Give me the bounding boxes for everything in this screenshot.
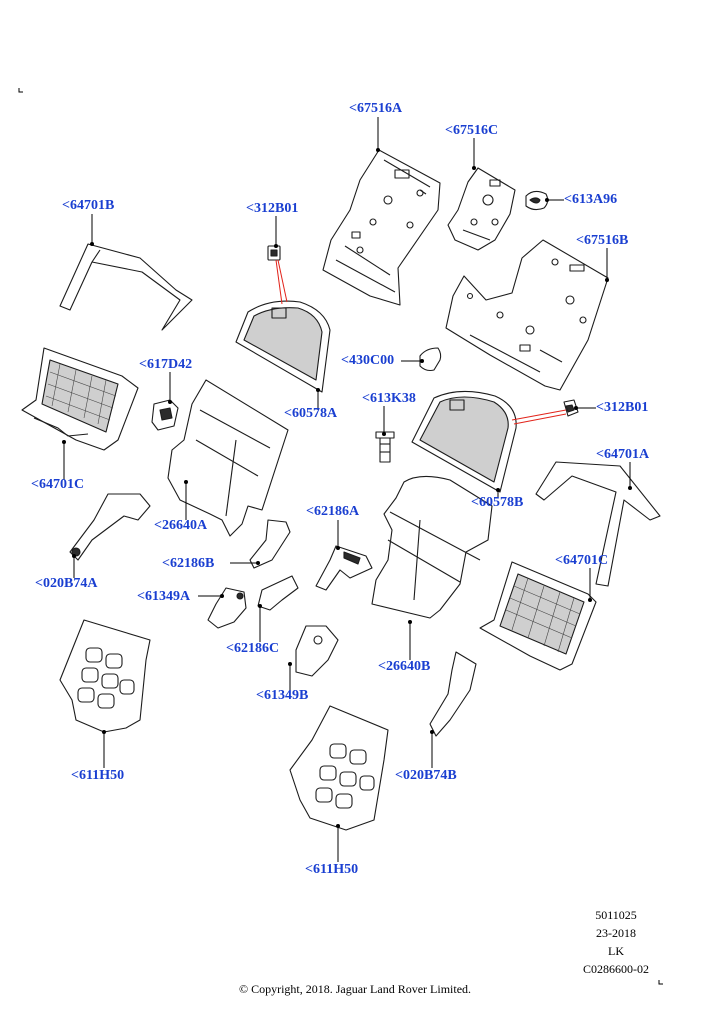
bracket-61349a[interactable]	[207, 587, 247, 629]
copyright-notice: © Copyright, 2018. Jaguar Land Rover Lim…	[238, 982, 472, 996]
seat-frame-611h50-bottom[interactable]	[289, 705, 389, 831]
seat-back-panel-67516a[interactable]	[322, 149, 441, 306]
callout-617d42[interactable]: <617D42	[139, 357, 193, 372]
reference-block: 5011025 23-2018 LK C0286600-02	[576, 906, 656, 978]
seat-back-board-26640b[interactable]	[371, 475, 493, 619]
bracket-62186b[interactable]	[249, 519, 291, 569]
clip-312b01-right[interactable]	[563, 399, 579, 417]
bezel-430c00[interactable]	[419, 347, 442, 372]
reference-initials: LK	[608, 944, 624, 958]
seat-trim-64701a[interactable]	[535, 461, 661, 587]
callout-64701a[interactable]: <64701A	[596, 447, 650, 462]
callout-67516a[interactable]: <67516A	[349, 101, 403, 116]
callout-64701c-right[interactable]: <64701C	[555, 553, 609, 568]
fastener-613k38[interactable]	[375, 431, 395, 463]
callout-64701b[interactable]: <64701B	[62, 198, 115, 213]
side-bracket-020b74b[interactable]	[429, 651, 477, 737]
reference-code: C0286600-02	[583, 962, 649, 976]
callout-26640a[interactable]: <26640A	[154, 518, 208, 533]
callout-020b74a[interactable]: <020B74A	[35, 576, 98, 591]
callout-26640b[interactable]: <26640B	[378, 659, 431, 674]
crop-mark-top-left	[18, 88, 23, 93]
honeycomb-panel-60578a[interactable]	[235, 300, 331, 393]
bracket-62186c[interactable]	[257, 575, 299, 611]
callout-613a96[interactable]: <613A96	[564, 192, 618, 207]
seat-back-board-26640a[interactable]	[167, 379, 289, 537]
callout-64701c-left[interactable]: <64701C	[31, 477, 85, 492]
callout-611h50-left[interactable]: <611H50	[71, 768, 125, 783]
crop-mark-bottom-right	[658, 980, 663, 985]
seat-trim-64701b[interactable]	[59, 243, 193, 331]
callout-613k38[interactable]: <613K38	[362, 391, 416, 406]
clip-312b01-left[interactable]	[267, 245, 281, 261]
bracket-61349b[interactable]	[295, 625, 339, 677]
bracket-62186a[interactable]	[315, 545, 373, 591]
callout-020b74b[interactable]: <020B74B	[395, 768, 457, 783]
callout-62186b[interactable]: <62186B	[162, 556, 215, 571]
callout-60578b[interactable]: <60578B	[471, 495, 524, 510]
callout-67516c[interactable]: <67516C	[445, 123, 499, 138]
callout-61349b[interactable]: <61349B	[256, 688, 309, 703]
callout-61349a[interactable]: <61349A	[137, 589, 191, 604]
clip-613a96[interactable]	[525, 190, 549, 211]
leader-lines	[62, 117, 632, 862]
seat-grille-64701c-right[interactable]	[479, 561, 597, 671]
reference-date: 23-2018	[596, 926, 636, 940]
seat-frame-611h50-left[interactable]	[59, 619, 151, 733]
side-bracket-020b74a[interactable]	[69, 493, 151, 561]
callout-67516b[interactable]: <67516B	[576, 233, 629, 248]
callout-312b01-right[interactable]: <312B01	[596, 400, 649, 415]
callout-62186c[interactable]: <62186C	[226, 641, 280, 656]
bracket-617d42[interactable]	[151, 399, 179, 431]
callout-430c00[interactable]: <430C00	[341, 353, 395, 368]
seat-back-side-panel-67516c[interactable]	[447, 167, 516, 251]
callout-611h50-bottom[interactable]: <611H50	[305, 862, 359, 877]
callout-312b01-left[interactable]: <312B01	[246, 201, 299, 216]
callout-60578a[interactable]: <60578A	[284, 406, 338, 421]
seat-back-panel-67516b[interactable]	[445, 239, 609, 391]
seat-grille-64701c-left[interactable]	[21, 347, 139, 451]
honeycomb-panel-60578b[interactable]	[411, 390, 517, 493]
callout-62186a[interactable]: <62186A	[306, 504, 360, 519]
reference-number: 5011025	[595, 908, 637, 922]
